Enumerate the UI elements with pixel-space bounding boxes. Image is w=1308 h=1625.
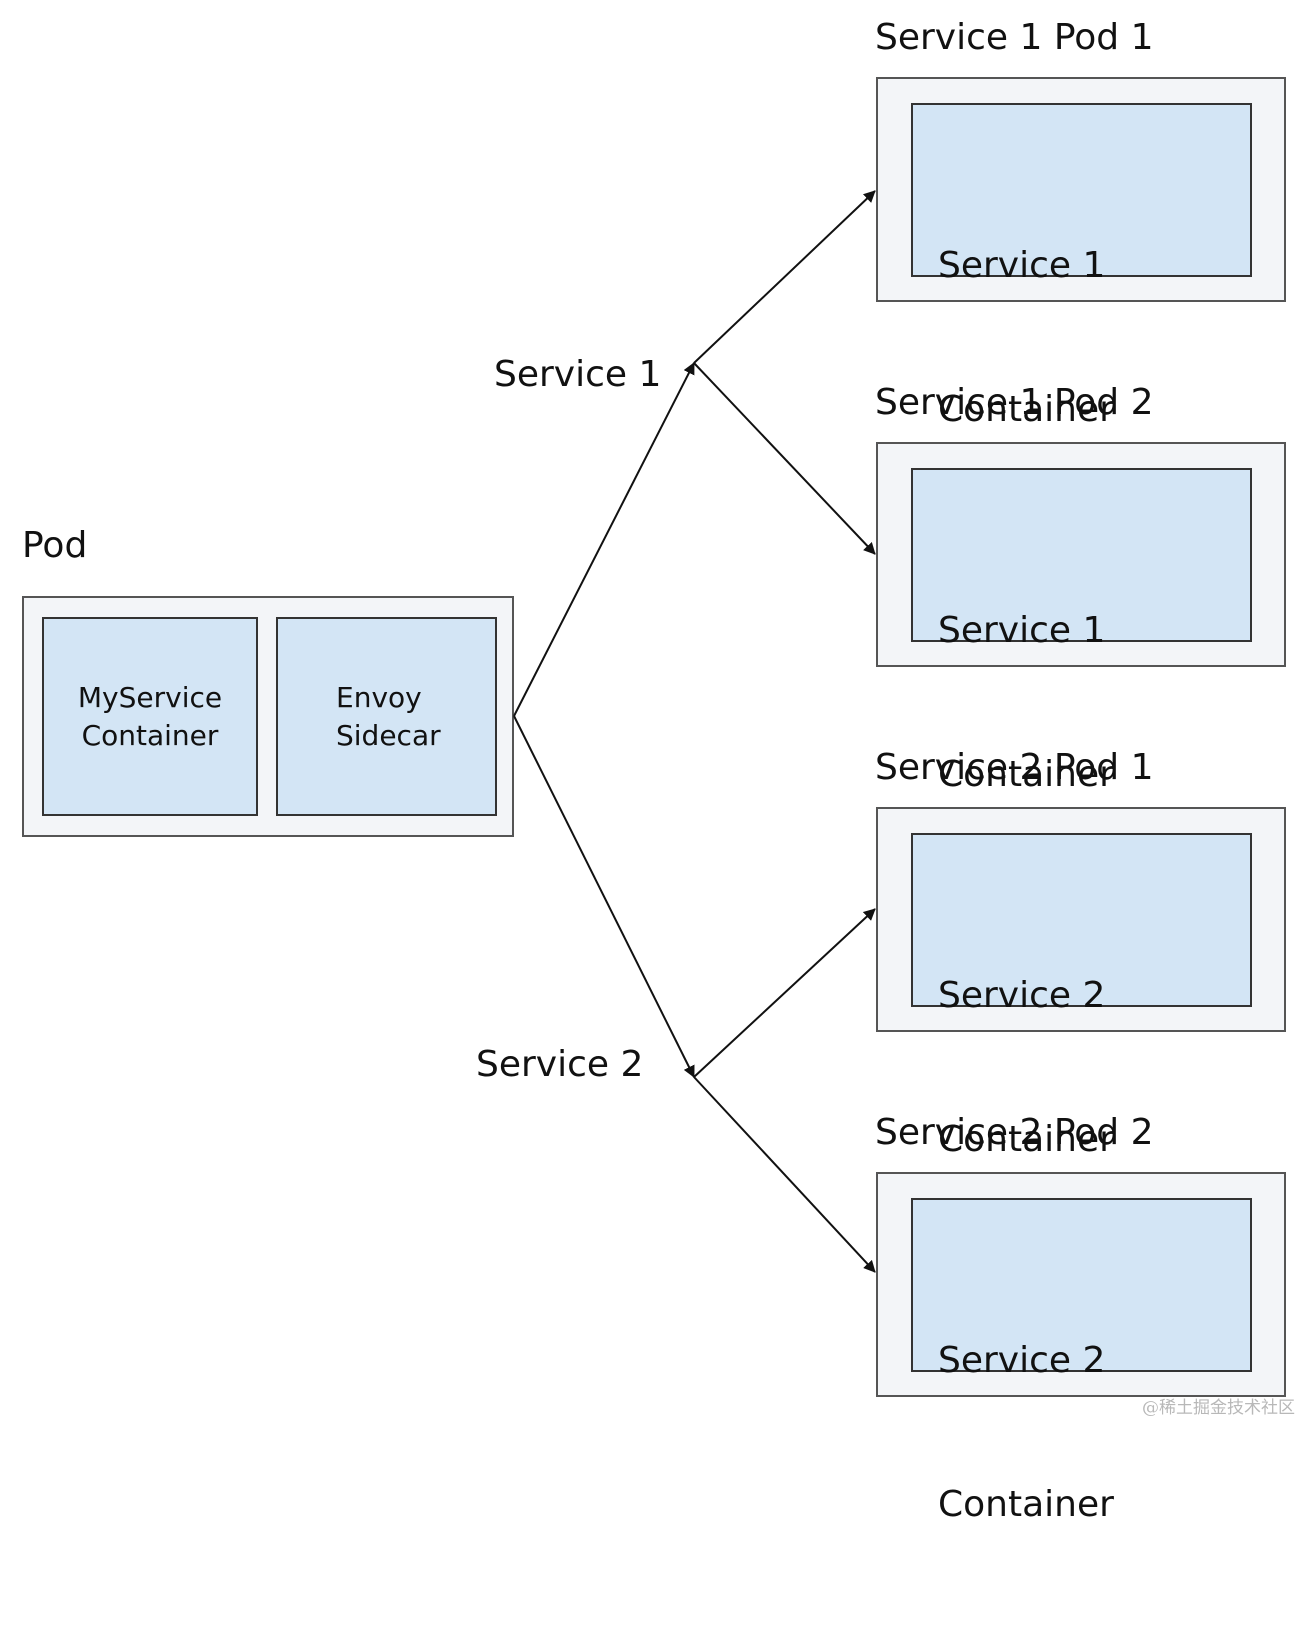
edge-service-2-to-pod-2 (693, 1076, 876, 1273)
service-2-pod-1-container-line1: Service 2 (938, 975, 1106, 1016)
service-1-pod-1-container-line2: Container (938, 389, 1114, 430)
source-pod: MyService Container Envoy Sidecar (22, 596, 514, 837)
service-1-pod-2-container-line2: Container (938, 754, 1114, 795)
edge-service-1-to-pod-1 (693, 190, 876, 364)
service-2-label: Service 2 (476, 1044, 644, 1085)
service-2-pod-1: Service 2 Container (876, 807, 1286, 1160)
service-1-pod-1-container-label: Service 1 Container (938, 146, 1114, 530)
edge-service-2-to-pod-1 (693, 908, 876, 1078)
edge-pod-to-service-1 (513, 362, 695, 717)
service-2-pod-1-title: Service 2 Pod 1 (875, 747, 1154, 788)
service-2-pod-1-container-label: Service 2 Container (938, 876, 1114, 1260)
service-1-pod-1: Service 1 Container (876, 77, 1286, 430)
service-1-pod-1-container-line1: Service 1 (938, 245, 1106, 286)
edge-pod-to-service-2 (513, 715, 695, 1078)
envoy-sidecar-container: Envoy Sidecar (276, 617, 497, 816)
envoy-sidecar-label: Envoy Sidecar (336, 679, 441, 755)
service-1-pod-2-container: Service 1 Container (911, 468, 1252, 795)
service-2-pod-2-title: Service 2 Pod 2 (875, 1112, 1154, 1153)
service-2-pod-2-container-line1: Service 2 (938, 1340, 1106, 1381)
myservice-container-line2: Container (81, 719, 219, 752)
service-1-pod-1-container: Service 1 Container (911, 103, 1252, 430)
service-2-pod-2: Service 2 Container (876, 1172, 1286, 1525)
service-1-pod-2: Service 1 Container (876, 442, 1286, 795)
service-2-pod-2-container-line2: Container (938, 1484, 1114, 1525)
myservice-container-line1: MyService (77, 681, 223, 714)
service-1-label: Service 1 (494, 354, 662, 395)
envoy-sidecar-line2: Sidecar (336, 719, 441, 752)
routing-edges (513, 190, 876, 1273)
service-1-pod-2-container-label: Service 1 Container (938, 511, 1114, 895)
watermark: @稀土掘金技术社区 (1142, 1398, 1295, 1418)
service-1-pod-1-title: Service 1 Pod 1 (875, 17, 1154, 58)
service-2-pod-1-container-line2: Container (938, 1119, 1114, 1160)
service-1-pod-2-container-line1: Service 1 (938, 610, 1106, 651)
myservice-container: MyService Container (42, 617, 258, 816)
service-2-pod-1-container: Service 2 Container (911, 833, 1252, 1160)
service-1-pod-2-title: Service 1 Pod 2 (875, 382, 1154, 423)
edge-service-1-to-pod-2 (693, 362, 876, 555)
envoy-sidecar-line1: Envoy (336, 681, 422, 714)
myservice-container-label: MyService Container (44, 679, 256, 755)
source-pod-title: Pod (22, 525, 88, 566)
